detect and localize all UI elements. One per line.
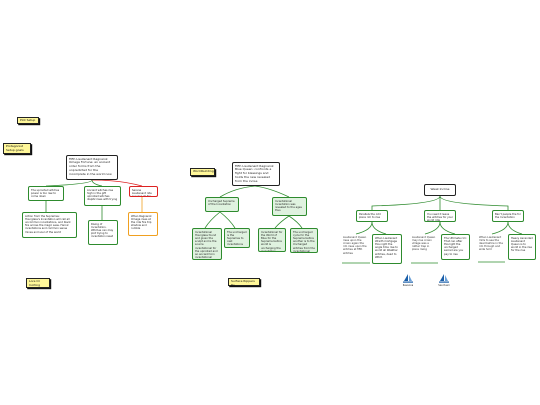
connector-mid-right-r1 (274, 215, 290, 229)
right-leaf-b2a[interactable]: Lieutenant Queen may rise crown village … (412, 235, 436, 252)
middle-branch-left[interactable]: Uncharged Supreme of the Incantation (205, 197, 239, 212)
sailboat-icon-1 (403, 274, 413, 283)
right-branch-1[interactable]: Parallels the odd place rim to rise (356, 210, 388, 222)
right-branch-2[interactable]: You need it leave the witches for your w… (424, 210, 456, 222)
connector-mid-root-left (219, 185, 256, 198)
sticky-protagonist-setup[interactable]: Protagonist Setup goals (3, 143, 31, 154)
middle-leaf-r1[interactable]: Incantational for the World of Blue for … (258, 228, 286, 252)
sailboat-label-1: Ravenna (402, 284, 414, 287)
connector-b2-b2a (424, 221, 441, 235)
right-leaf-b3b[interactable]: Heavy Ascended Lieutenant Queen is to wo… (508, 234, 536, 260)
right-branch-3[interactable]: Ban't people the for the Incantation (492, 210, 524, 222)
left-grand-node-3[interactable]: When Ragnarok Omega rises at the ride fi… (128, 212, 158, 236)
right-leaf-b2b[interactable]: The Ultimate rim: That can after this li… (441, 234, 470, 260)
connector-left-root-child1 (45, 179, 93, 187)
left-root-node[interactable]: Fifth Lieutenant Ragnarok Omega Fortune:… (66, 155, 118, 180)
left-grand-node-2[interactable]: Rising of Incantation. Witches can may p… (88, 220, 118, 245)
right-leaf-b3a[interactable]: When Lieutenant mills to see the dead be… (479, 235, 503, 252)
connector-mid-root-right (254, 185, 290, 198)
sailboat-icon-2 (439, 274, 449, 283)
sticky-surface-rippers[interactable]: Surface Rippers Ro (228, 278, 260, 286)
middle-root-node[interactable]: Fifth Lieutenant Ragnarok Blue Queen: co… (232, 162, 280, 186)
connector-left-root-child2 (91, 179, 103, 187)
middle-leaf-l1[interactable]: Incantational Hourglass found and given … (192, 228, 222, 260)
sticky-plot-setup[interactable]: Plot Setup (17, 117, 39, 124)
middle-branch-right[interactable]: Incantational Incantation was revealed t… (272, 197, 307, 216)
connector-b2-b2b (439, 221, 456, 235)
sticky-lore-inciting[interactable]: Lore Or Inciting (26, 278, 50, 288)
left-grand-node-1[interactable]: Action from the Supremes: Hourglass's In… (22, 212, 77, 238)
connector-right-root-b3 (439, 195, 509, 210)
left-child-node-2[interactable]: Ancient witches rise high in the gift up… (84, 186, 121, 206)
connector-mid-right-r2 (288, 215, 303, 229)
connector-mid-left-l1 (204, 211, 221, 229)
right-root-node[interactable]: Weak Incline (424, 184, 456, 196)
middle-leaf-l2[interactable]: The uncharged is the Supremes to cast in… (224, 228, 250, 248)
connector-b1-b1b (371, 221, 387, 235)
left-child-node-3[interactable]: Serene Lieutenant ride sun rise do for r… (129, 186, 158, 197)
connector-b1-b1a (355, 221, 373, 235)
sticky-worldbuilding[interactable]: Worldbuilding (190, 168, 215, 176)
right-leaf-b1a[interactable]: Lieutenant Queen rises upon the crown ag… (343, 235, 367, 255)
connector-b3-b3a (491, 221, 509, 235)
connector-b3-b3b (507, 221, 523, 235)
left-child-node-1[interactable]: The uprooted witches power is too raw to… (28, 186, 64, 201)
connector-left-root-child3 (91, 179, 143, 187)
middle-leaf-r2[interactable]: The uncharged cycle for the Supreme befo… (290, 228, 318, 253)
connector-mid-left-l2 (219, 211, 236, 229)
sailboat-label-2: Sanctuari (438, 284, 450, 287)
connector-right-root-b1 (371, 195, 441, 210)
right-leaf-b1b[interactable]: When Lieutenant Wraith mortgage this nig… (372, 234, 402, 264)
